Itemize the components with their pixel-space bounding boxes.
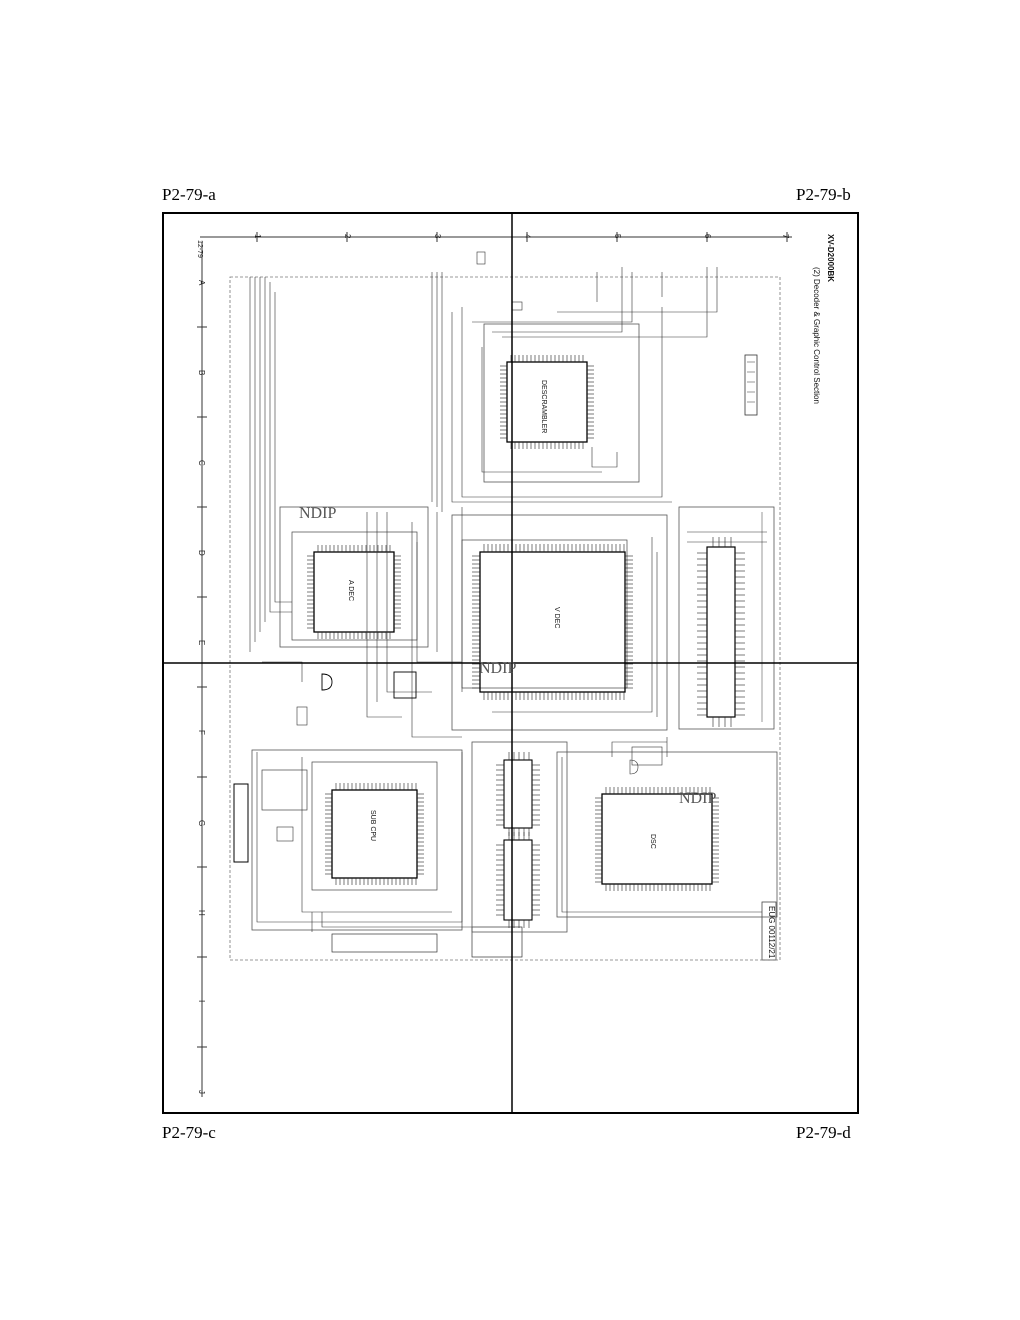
audio-decoder-label: A DEC xyxy=(347,580,354,601)
watermark: NDIP xyxy=(679,790,717,807)
dsc-chip xyxy=(601,793,713,885)
row-letter: H xyxy=(197,910,206,916)
column-number: 7 xyxy=(781,234,790,239)
column-number: 3 xyxy=(433,234,442,239)
page-label-bottom-left: P2-79-c xyxy=(162,1123,216,1142)
column-number: 1 xyxy=(253,234,262,239)
video-decoder-label: V DEC xyxy=(553,607,560,628)
dsc-block: DSC xyxy=(556,737,778,918)
memory-block xyxy=(678,506,775,730)
row-letter: C xyxy=(197,460,206,466)
column-number: 5 xyxy=(613,234,622,239)
sub-cpu-label: SUB CPU xyxy=(369,810,376,841)
page-label-top-right: P2-79-b xyxy=(796,185,851,204)
center-memory-block xyxy=(471,741,568,933)
column-number: 6 xyxy=(703,234,712,239)
watermark: NDIP xyxy=(299,505,337,522)
sub-cpu-block: SUB CPU xyxy=(233,749,523,958)
row-letter: I xyxy=(197,1000,206,1002)
row-letter: D xyxy=(197,550,206,556)
page-label-bottom-right: P2-79-d xyxy=(796,1123,851,1142)
model-name: XV-D2000BK xyxy=(826,234,835,282)
row-letter: B xyxy=(197,370,206,375)
footer-code: EUG 00112/21 xyxy=(767,906,776,959)
audio-decoder-block: A DEC xyxy=(249,277,432,718)
page-ref: 12-79 xyxy=(196,240,203,258)
row-letter: F xyxy=(197,730,206,735)
schematic-drawing: 1 2 3 4 5 6 7 12-79 A B C D E xyxy=(162,212,859,1114)
dsc-label: DSC xyxy=(649,834,656,849)
row-letter: E xyxy=(197,640,206,645)
descrambler-block: DESCRAMBLER xyxy=(431,267,718,512)
misc-components xyxy=(276,251,523,842)
descrambler-label: DESCRAMBLER xyxy=(540,380,547,433)
column-ruler xyxy=(256,232,788,242)
column-number: 4 xyxy=(523,234,532,239)
section-title: (2) Decoder & Graphic Control Section xyxy=(812,267,821,404)
row-letter: G xyxy=(197,820,206,826)
page-label-top-left: P2-79-a xyxy=(162,185,216,204)
watermark: NDIP xyxy=(479,660,517,677)
row-letter: J xyxy=(197,1090,206,1094)
row-letter: A xyxy=(197,280,206,286)
column-number: 2 xyxy=(343,234,352,239)
video-decoder-block: V DEC xyxy=(321,507,668,738)
schematic-sheet: 1 2 3 4 5 6 7 12-79 A B C D E xyxy=(162,212,859,1114)
video-decoder-chip xyxy=(479,551,626,693)
